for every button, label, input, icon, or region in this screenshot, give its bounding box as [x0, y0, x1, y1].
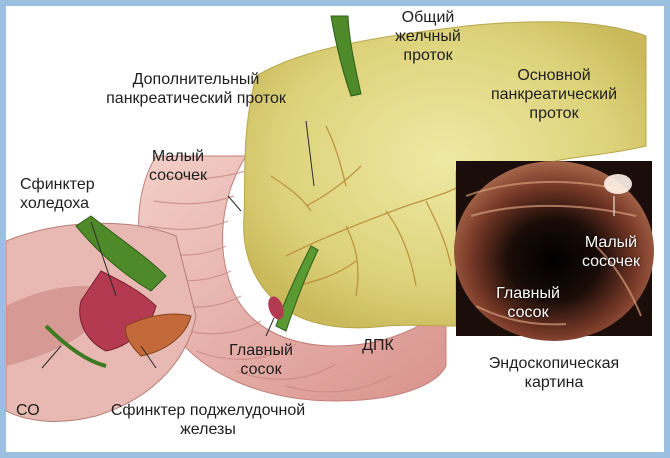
- label-accessory-duct: Дополнительный панкреатический проток: [66, 70, 326, 108]
- figure-canvas: Общий желчный проток Дополнительный панк…: [6, 6, 664, 452]
- label-common-bile-duct: Общий желчный проток: [378, 8, 478, 65]
- label-endoscopic-view: Эндоскопическая картина: [464, 354, 644, 392]
- label-pancreatic-sphincter: Сфинктер поджелудочной железы: [90, 401, 326, 439]
- label-main-duct: Основной панкреатический проток: [474, 66, 634, 123]
- label-choledochal-sphincter: Сфинктер холедоха: [20, 175, 150, 213]
- label-endo-minor-papilla: Малый сосочек: [566, 233, 656, 271]
- label-so: СО: [16, 401, 56, 420]
- label-endo-major-papilla: Главный сосок: [468, 284, 588, 322]
- sphincter-inset: [6, 216, 196, 421]
- label-duodenum: ДПК: [348, 336, 408, 355]
- label-major-papilla: Главный сосок: [216, 341, 306, 379]
